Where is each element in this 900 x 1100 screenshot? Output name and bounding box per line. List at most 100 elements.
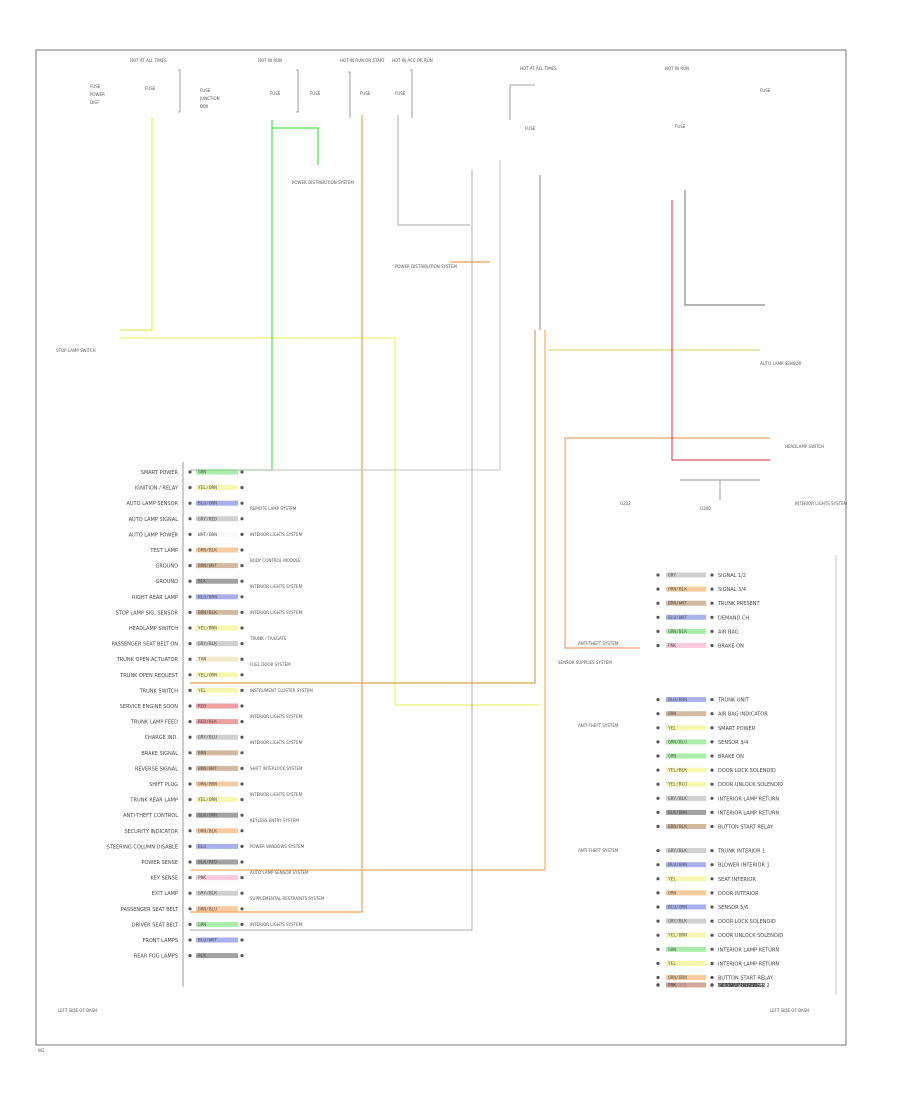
left-pin	[188, 532, 192, 537]
right-wire-label: BLU/WHT	[668, 615, 687, 621]
left-wire-label: BRN/WHT	[198, 766, 217, 772]
right-pin	[656, 905, 660, 909]
left-pin	[188, 954, 192, 958]
right-wire-swatch	[666, 975, 706, 980]
left-wire-swatch	[196, 906, 238, 912]
right-pin	[656, 919, 660, 923]
svg-text:BOX: BOX	[200, 104, 209, 109]
right-pin-label: DOOR LOCK SOLENOID	[718, 919, 776, 925]
left-pin-label: STOP LAMP SIG. SENSOR	[116, 610, 179, 616]
wire-green-2	[272, 127, 319, 165]
right-pin	[656, 754, 660, 758]
right-pin	[656, 573, 660, 577]
right-pin-out	[710, 891, 714, 895]
left-wire-swatch	[196, 625, 238, 631]
right-pin-out	[710, 573, 714, 577]
left-wire-label: TAN	[198, 657, 206, 663]
left-pin	[188, 579, 192, 583]
right-wire-label: YEL/BRN	[668, 933, 687, 939]
stop-lamp-switch: STOP LAMP SWITCH	[56, 348, 96, 353]
right-wire-label: YEL/BLK	[668, 768, 687, 774]
right-pin-out	[710, 782, 714, 786]
left-module-box	[182, 462, 184, 987]
left-wire-swatch	[196, 812, 238, 818]
left-pin-label: TRUNK OPEN ACTUATOR	[116, 657, 179, 663]
left-target-label: KEYLESS ENTRY SYSTEM	[250, 818, 299, 823]
footer-left: LEFT SIDE OF DASH	[58, 1008, 97, 1013]
left-wire-swatch	[196, 500, 238, 506]
top-label-6: HOT IN RUN	[665, 66, 689, 71]
right-pin-out	[710, 712, 714, 716]
right-pin	[656, 643, 660, 648]
right-pin-label: AIR BAG	[718, 629, 739, 635]
left-pin-out	[240, 720, 244, 724]
left-pin-label: GROUND	[155, 579, 178, 585]
left-target-label: INTERIOR LIGHTS SYSTEM	[250, 740, 303, 745]
right-wire-swatch	[666, 809, 706, 815]
right-pin-label: DOOR LOCK SOLENOID	[718, 768, 776, 774]
right-wire-swatch	[666, 767, 706, 773]
left-pin	[188, 860, 192, 864]
left-pin-out	[240, 876, 244, 880]
left-pin	[188, 564, 192, 568]
left-pin	[188, 844, 192, 849]
right-wire-swatch	[666, 739, 706, 745]
left-wire-label: YEL/BRN	[198, 626, 217, 632]
wire-orange-2	[190, 330, 546, 871]
right-wire-label: BRN/WHT	[668, 601, 687, 607]
left-pin-out	[240, 813, 244, 817]
headlamp-switch: HEADLAMP SWITCH	[785, 444, 824, 449]
svg-text:FUSE: FUSE	[90, 84, 101, 89]
left-wire-label: RED	[198, 704, 206, 710]
right-pin-label: BLOWER INTERIOR 2	[718, 983, 770, 989]
right-wire-label: PNK	[668, 643, 676, 649]
left-pin-out	[240, 673, 244, 677]
left-pin	[188, 735, 192, 739]
left-pin-out	[240, 548, 244, 552]
right-wire-label: GRN	[668, 947, 676, 953]
mid-labels: STOP LAMP SWITCH POWER DISTRIBUTION SYST…	[56, 180, 848, 511]
left-wire-label: BLU/BRN	[198, 594, 217, 600]
right-pin-label: SEAT INTERIOR	[718, 877, 756, 883]
right-pin-label: INTERIOR LAMP RETURN	[718, 810, 779, 816]
right-wire-label: GRN	[668, 754, 676, 760]
right-wire-swatch	[666, 753, 706, 759]
left-wire-swatch	[196, 781, 238, 787]
left-pin-label: AUTO LAMP POWER	[129, 532, 179, 538]
top-label-3: HOT IN RUN OR START	[340, 58, 385, 63]
svg-text:POWER: POWER	[90, 92, 105, 97]
right-pin	[656, 947, 660, 951]
right-pin-label: SMART POWER	[718, 726, 756, 732]
top-label-2: HOT IN RUN	[258, 58, 282, 63]
top-descriptions: FUSE POWER DIST FUSE FUSE JUNCTION BOX F…	[90, 84, 771, 131]
right-pin	[656, 615, 660, 619]
right-system-3: ANTI-THEFT SYSTEM	[578, 723, 619, 728]
left-wire-label: BLU/ORN	[198, 501, 217, 507]
right-pin	[656, 768, 660, 772]
left-wire-swatch	[196, 843, 238, 849]
left-pin-out	[240, 782, 244, 786]
left-pin-label: AUTO LAMP SENSOR	[126, 501, 178, 507]
left-wire-swatch	[196, 921, 238, 927]
left-pin	[188, 610, 192, 615]
left-pin-label: GROUND	[155, 564, 178, 570]
right-wire-label: YEL	[668, 961, 676, 967]
left-wire-swatch	[196, 594, 238, 600]
right-wire-swatch	[666, 862, 706, 868]
ground-g202: G202	[620, 501, 631, 506]
right-pin	[656, 933, 660, 937]
left-target-label: TRUNK / TAILGATE	[249, 636, 287, 641]
right-pin-label: BUTTON START RELAY	[718, 976, 774, 982]
right-wire-swatch	[666, 600, 706, 606]
svg-text:FUSE: FUSE	[525, 126, 536, 131]
left-pin	[188, 486, 192, 490]
left-pin	[188, 938, 192, 942]
right-wire-label: YEL	[668, 876, 676, 882]
left-pin-label: HEADLAMP SWITCH	[129, 626, 178, 632]
left-pin-label: TRUNK REAR LAMP	[129, 798, 178, 804]
left-wire-swatch	[196, 687, 238, 693]
left-pin	[188, 876, 192, 880]
left-pin	[188, 782, 192, 786]
